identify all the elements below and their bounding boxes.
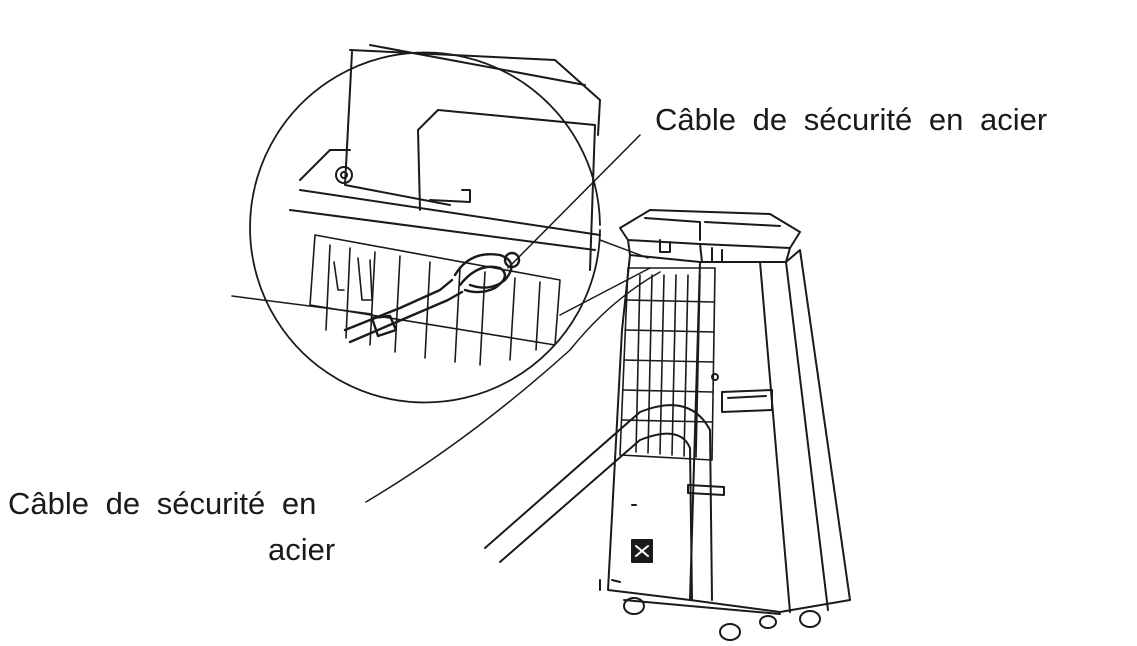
magnified-detail [249,44,651,404]
label-steel-security-cable-top: Câble de sécurité en acier [655,102,1048,137]
rear-grille [619,267,716,461]
label-steel-security-cable-bottom-line1: Câble de sécurité en [8,486,317,521]
label-steel-security-cable-bottom-line2: acier [268,532,336,567]
portable-air-conditioner [484,209,851,641]
leader-lines [231,134,661,503]
caster-wheels [623,597,821,641]
